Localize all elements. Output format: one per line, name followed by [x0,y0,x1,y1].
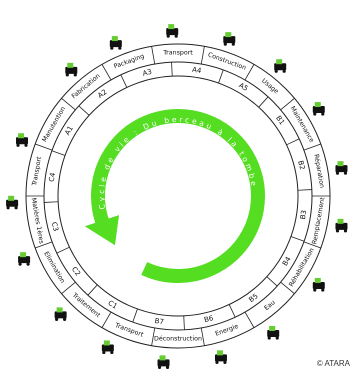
code-divider [120,74,128,88]
phase-divider [303,143,321,151]
forklift-icon [16,133,29,147]
phase-divider [280,281,295,295]
phase-divider [200,327,205,346]
phase-divider [200,46,205,65]
code-divider [183,315,185,330]
stage-code: B4 [281,255,293,268]
stage-code: A3 [142,68,153,78]
excavator-icon [214,350,227,364]
code-divider [266,276,278,287]
phase-divider [244,311,255,328]
stage-code: C1 [107,299,119,311]
code-divider [258,96,269,108]
recycle-box-icon [335,218,348,233]
building-icon [274,59,287,73]
code-divider [132,308,138,323]
code-divider [44,201,59,203]
outer-ring [25,43,331,349]
phase-divider [101,311,112,328]
dump-truck-icon [157,355,170,369]
mining-icon [18,252,31,266]
code-divider [228,304,236,318]
packaging-icon [109,36,122,50]
code-divider [78,105,90,116]
factory-icon [65,62,78,77]
phase-divider [35,143,53,151]
stage-code: C3 [50,221,60,232]
stage-code: B6 [203,314,214,324]
code-divider [286,138,300,146]
code-divider [297,189,312,191]
landfill-icon [101,340,114,355]
truck-icon [6,195,19,210]
cycle-arrow-head [84,215,120,246]
stage-code: C2 [70,265,82,277]
phase-divider [244,64,255,81]
stage-code: C4 [48,171,57,182]
code-divider [87,284,98,296]
stage-code: A1 [63,125,75,137]
crane-icon [223,32,236,46]
phase-divider [35,241,53,249]
water-faucet-icon [312,277,325,292]
copyright-label: © ATARA [316,359,350,368]
code-divider [51,150,66,156]
truck-icon [166,24,179,38]
wrench-icon [335,161,348,175]
lorry-icon [54,307,67,321]
phase-label: Transport [162,50,193,57]
stage-code: B1 [274,114,286,126]
stage-code: A2 [96,88,108,100]
phase-divider [101,64,112,81]
phase-divider [61,281,76,295]
stage-code: B3 [299,210,308,220]
code-divider [171,62,173,77]
phase-divider [151,46,156,65]
cycle-arrow-body [91,109,265,283]
code-divider [290,236,305,242]
phase-divider [303,241,321,249]
stage-code: B2 [296,160,306,171]
stage-code: A4 [192,66,203,75]
tools-icon [312,102,325,116]
code-divider [218,69,224,84]
phase-divider [151,327,156,346]
stage-code: B5 [247,292,259,304]
code-divider [56,246,70,254]
phase-divider [61,97,76,111]
energy-plug-icon [267,325,280,340]
phase-label: Déconstruction [154,335,202,343]
phase-divider [280,97,295,111]
stage-code: B7 [154,317,164,326]
inner-ring [57,75,299,317]
stage-code: A5 [237,81,249,93]
